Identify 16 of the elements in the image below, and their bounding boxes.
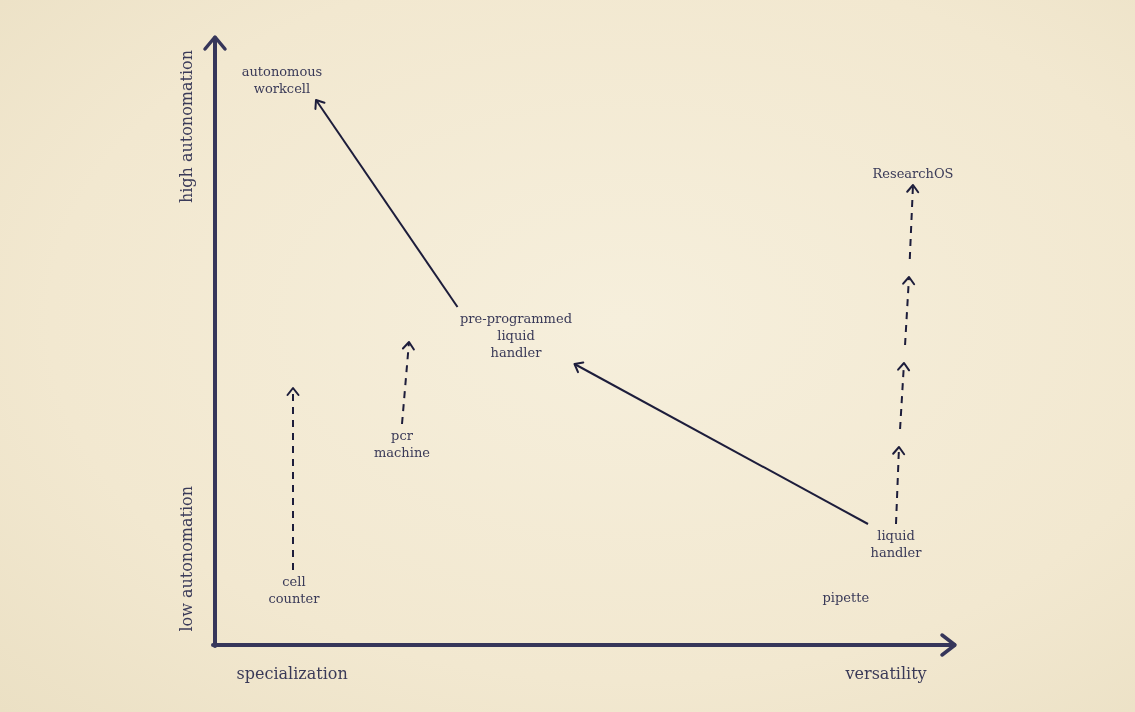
device-label: cell counter (266, 570, 322, 610)
device-label: pipette (822, 590, 870, 606)
device-label: liquid handler (868, 524, 924, 564)
axis-title: low autonomation (176, 486, 196, 632)
dashed-arrow (401, 341, 415, 425)
arrow (573, 361, 869, 525)
dashed-arrow (286, 387, 300, 571)
arrow (314, 99, 459, 308)
axis-title: versatility (845, 663, 927, 683)
platform-label: ResearchOS (869, 162, 957, 185)
device-label: pcr machine (371, 424, 433, 464)
device-label: autonomous workcell (239, 60, 325, 100)
axis-title: specialization (236, 663, 348, 683)
device-label: pre-programmed liquid handler (457, 307, 575, 364)
dashed-arrow (892, 184, 920, 525)
axis-title: high autonomation (176, 49, 196, 203)
